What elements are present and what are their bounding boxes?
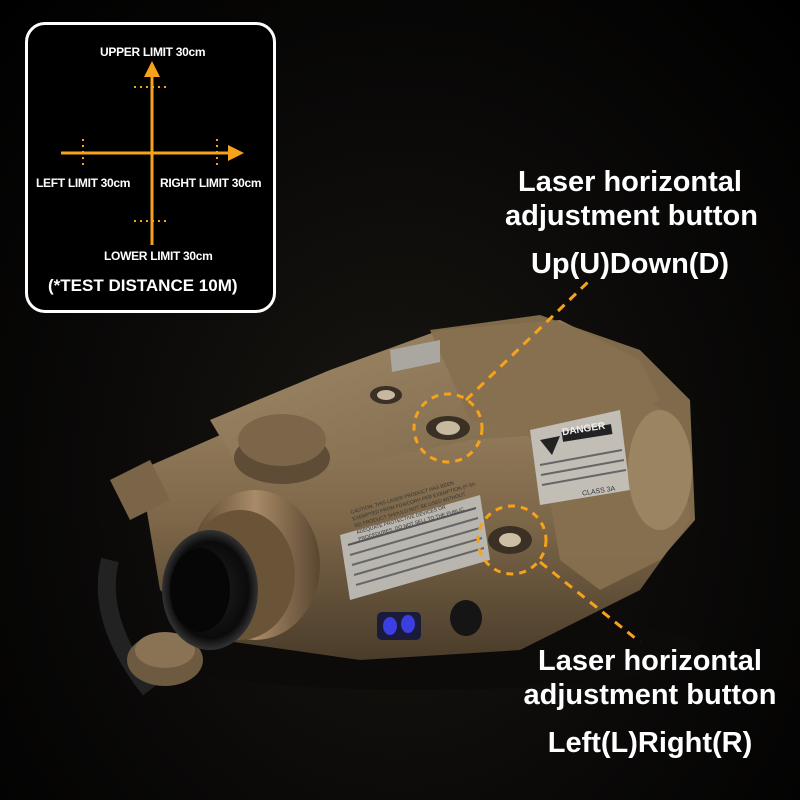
ud-leader-line [464,280,590,402]
ud-button-highlight [412,392,484,464]
lr-callout: Laser horizontal adjustment button Left(… [520,644,780,760]
crosshair-diagram [61,61,244,245]
lower-limit-label: LOWER LIMIT 30cm [104,249,213,263]
ud-callout: Laser horizontal adjustment button Up(U)… [505,165,758,281]
ud-callout-line2: adjustment button [505,200,758,232]
ud-callout-line1: Laser horizontal [518,166,742,198]
right-arrow-icon [228,145,244,161]
upper-limit-label: UPPER LIMIT 30cm [100,45,206,59]
test-distance-note: (*TEST DISTANCE 10M) [48,276,238,295]
lr-leader-line [539,560,641,644]
lr-callout-line3: Left(L)Right(R) [547,727,753,759]
lr-callout-line1: Laser horizontal [538,645,762,677]
side-knob [110,460,170,520]
right-limit-label: RIGHT LIMIT 30cm [160,176,262,190]
left-limit-label: LEFT LIMIT 30cm [36,176,131,190]
ud-callout-line3: Up(U)Down(D) [530,248,730,280]
lr-callout-line2: adjustment button [523,679,777,711]
lr-button-highlight [476,504,548,576]
adjustment-range-inset: UPPER LIMIT 30cm LEFT LIMIT 30cm RIGHT L… [25,22,276,313]
top-knob [238,414,326,466]
up-arrow-icon [144,61,160,77]
